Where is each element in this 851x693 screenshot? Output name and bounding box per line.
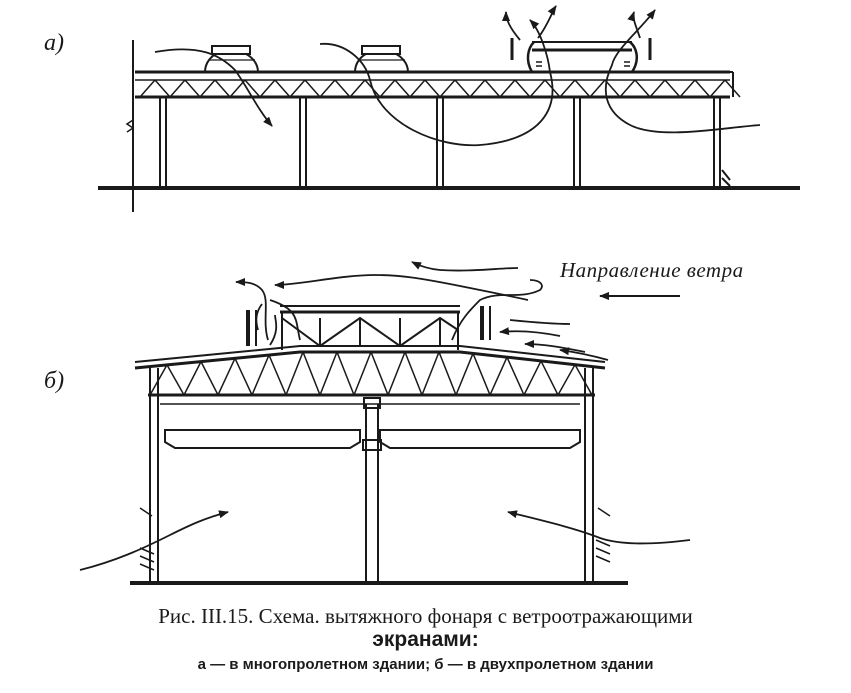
panel-b-building (130, 345, 628, 585)
panel-a-screened-lantern (510, 38, 652, 73)
panel-a-building (98, 40, 800, 212)
lantern-diagram: а) б) Направление ветра (44, 5, 800, 585)
wind-direction-label: Направление ветра (560, 258, 744, 282)
caption-title-continuation: экранами: (372, 628, 479, 651)
panel-a-truss-web (139, 79, 741, 98)
panel-b-truss-web (149, 351, 593, 396)
panel-a-columns (159, 97, 731, 188)
panel-b-lantern (246, 305, 491, 350)
panel-a-airflow (154, 5, 761, 147)
caption-title: Рис. III.15. Схема. вытяжного фонаря с в… (158, 604, 693, 628)
panel-a-lantern-2 (354, 45, 409, 73)
caption-legend: а — в многопролетном здании; б — в двухп… (197, 656, 654, 673)
panel-b-airflow (79, 261, 691, 571)
panel-b-label: б) (44, 368, 65, 394)
figure-caption: Рис. III.15. Схема. вытяжного фонаря с в… (0, 604, 851, 676)
panel-a-lantern-1 (204, 45, 259, 73)
diagram-drawing (79, 5, 800, 585)
panel-a-label: а) (44, 30, 64, 56)
